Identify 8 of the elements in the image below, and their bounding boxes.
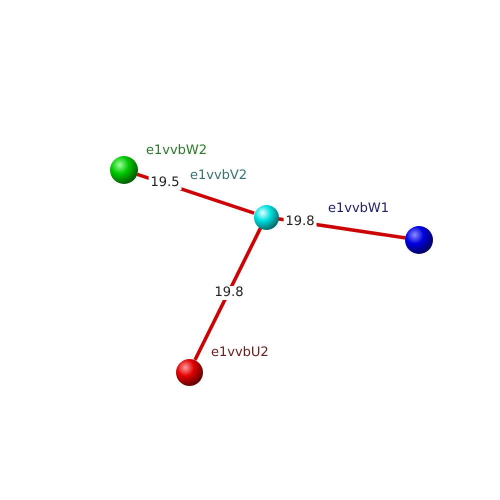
edge-label: 19.5	[148, 176, 182, 190]
node-label: e1vvbU2	[211, 345, 269, 360]
connector-line	[193, 227, 262, 361]
node-label: e1vvbW2	[146, 143, 208, 158]
node-label: e1vvbW1	[328, 201, 390, 216]
node-label: e1vvbV2	[190, 168, 248, 183]
edge-label: 19.8	[212, 286, 246, 300]
edge-label: 19.8	[284, 215, 316, 229]
